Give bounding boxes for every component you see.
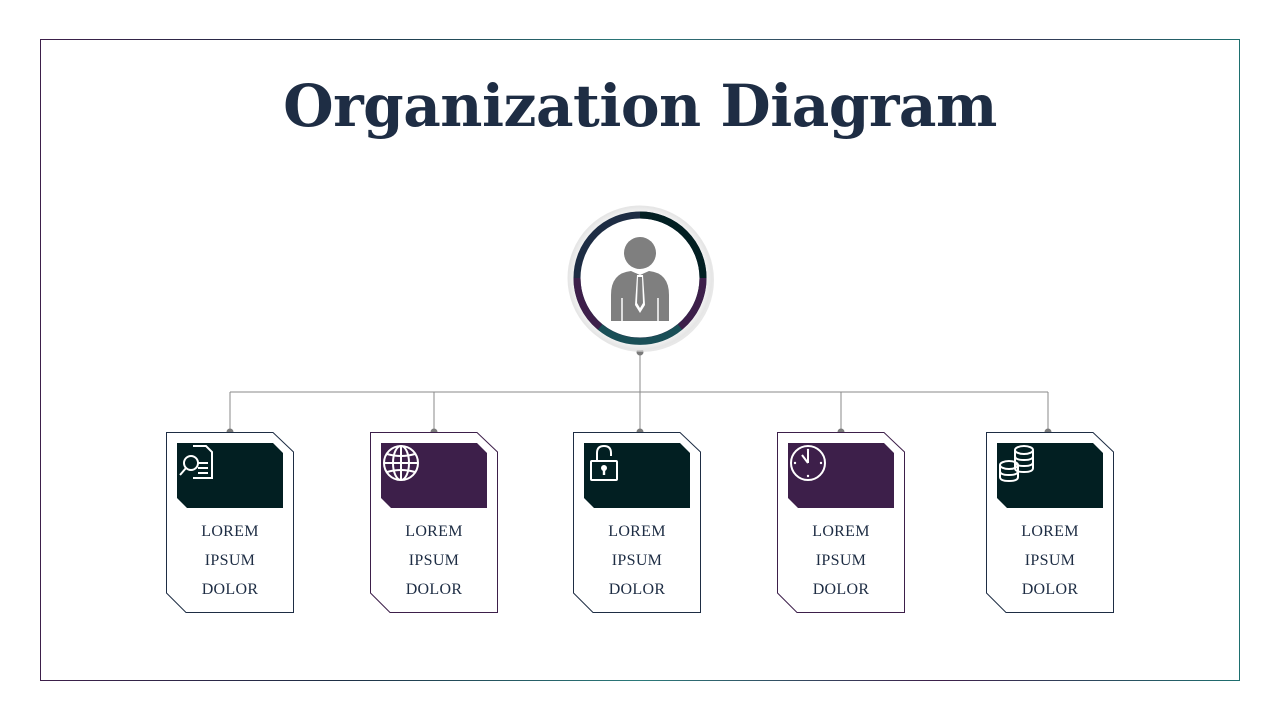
card-2-line-2: IPSUM: [408, 552, 460, 569]
card-1: LOREM IPSUM DOLOR: [166, 432, 294, 613]
page-title: Organization Diagram: [283, 72, 997, 140]
card-2-line-1: LOREM: [405, 523, 463, 540]
card-1-line-3: DOLOR: [201, 581, 259, 598]
coins-icon: [999, 445, 1034, 483]
card-4: LOREM IPSUM DOLOR: [777, 432, 905, 613]
card-4-line-2: IPSUM: [815, 552, 867, 569]
card-5-line-3: DOLOR: [1021, 581, 1079, 598]
card-1-line-2: IPSUM: [204, 552, 256, 569]
card-2: LOREM IPSUM DOLOR: [370, 432, 498, 613]
card-3: LOREM IPSUM DOLOR: [573, 432, 701, 613]
card-5-line-2: IPSUM: [1024, 552, 1076, 569]
card-3-header: [584, 443, 690, 508]
padlock-icon: [590, 444, 618, 481]
card-4-line-3: DOLOR: [812, 581, 870, 598]
clock-icon: [790, 445, 826, 481]
root-node: [565, 203, 715, 353]
card-2-line-3: DOLOR: [405, 581, 463, 598]
card-3-line-3: DOLOR: [608, 581, 666, 598]
card-3-line-2: IPSUM: [611, 552, 663, 569]
card-2-header: [381, 443, 487, 508]
card-1-line-1: LOREM: [201, 523, 259, 540]
globe-icon: [383, 445, 419, 481]
card-5-line-1: LOREM: [1021, 523, 1079, 540]
card-3-line-1: LOREM: [608, 523, 666, 540]
card-4-header: [788, 443, 894, 508]
card-5: LOREM IPSUM DOLOR: [986, 432, 1114, 613]
card-4-line-1: LOREM: [812, 523, 870, 540]
card-5-header: [997, 443, 1103, 508]
document-search-icon: [179, 445, 213, 479]
card-1-header: [177, 443, 283, 508]
